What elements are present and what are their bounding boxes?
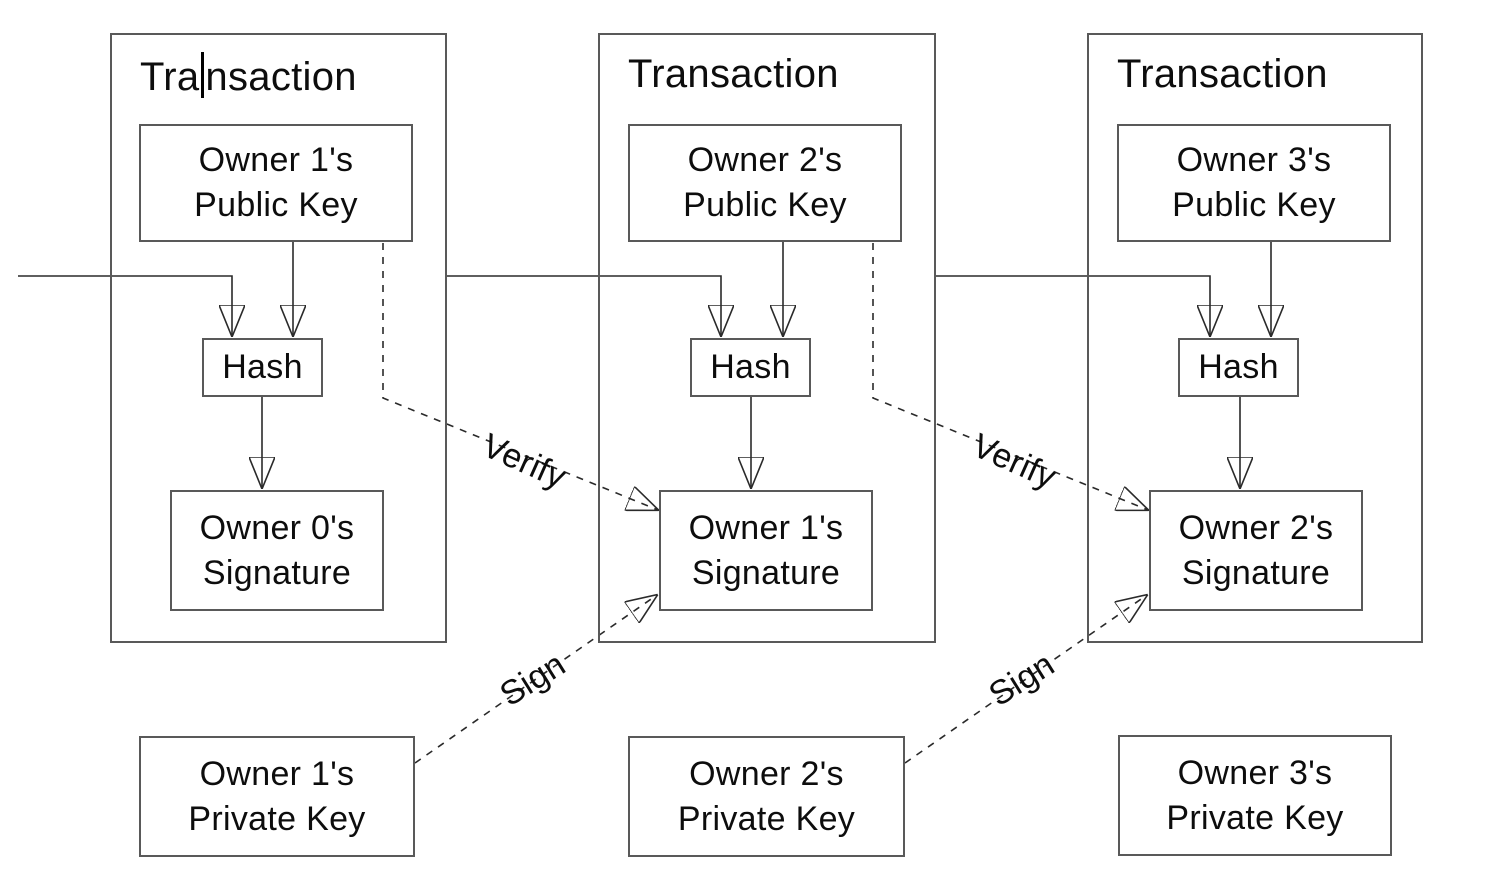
private-key-box-1: Owner 1's Private Key bbox=[139, 736, 415, 857]
verify-label-1: Verify bbox=[476, 426, 572, 497]
transaction-title-2-text: Transaction bbox=[628, 52, 839, 96]
signature-1-line1: Owner 0's bbox=[199, 508, 355, 547]
public-key-3-line2: Public Key bbox=[1172, 186, 1336, 224]
private-key-1-line2: Private Key bbox=[188, 799, 366, 838]
verify-label-2: Verify bbox=[966, 426, 1062, 497]
private-key-3-line1: Owner 3's bbox=[1177, 753, 1333, 792]
transaction-title-1-pre: Tra bbox=[140, 55, 200, 99]
signature-1-line2: Signature bbox=[202, 553, 352, 592]
signature-3-line2: Signature bbox=[1181, 553, 1331, 592]
public-key-2-line2: Public Key bbox=[683, 186, 847, 224]
private-key-3-line2: Private Key bbox=[1166, 798, 1344, 837]
private-key-2-line2: Private Key bbox=[677, 799, 856, 838]
signature-2-line2: Signature bbox=[691, 553, 841, 592]
transaction-box-3 bbox=[1087, 33, 1423, 643]
transaction-title-3: Transaction bbox=[1117, 52, 1328, 96]
private-key-box-2: Owner 2's Private Key bbox=[628, 736, 905, 857]
public-key-box-1: Owner 1's Public Key bbox=[139, 124, 413, 242]
signature-box-3: Owner 2's Signature bbox=[1149, 490, 1363, 611]
signature-2-line1: Owner 1's bbox=[688, 508, 844, 547]
transaction-title-1-post: nsaction bbox=[205, 55, 357, 99]
hash-box-3: Hash bbox=[1178, 338, 1299, 397]
transaction-box-1 bbox=[110, 33, 447, 643]
hash-box-2: Hash bbox=[690, 338, 811, 397]
text-caret bbox=[201, 52, 205, 98]
signature-3-line1: Owner 2's bbox=[1178, 508, 1334, 547]
transaction-box-2 bbox=[598, 33, 936, 643]
public-key-box-3: Owner 3's Public Key bbox=[1117, 124, 1391, 242]
private-key-1-line1: Owner 1's bbox=[199, 754, 355, 793]
sign-label-1: Sign bbox=[493, 645, 573, 715]
hash-3-label: Hash bbox=[1198, 348, 1279, 387]
sign-label-2: Sign bbox=[982, 645, 1062, 715]
signature-box-2: Owner 1's Signature bbox=[659, 490, 873, 611]
signature-box-1: Owner 0's Signature bbox=[170, 490, 384, 611]
hash-1-label: Hash bbox=[222, 348, 303, 387]
public-key-1-line1: Owner 1's bbox=[198, 141, 354, 180]
hash-2-label: Hash bbox=[710, 348, 791, 387]
public-key-3-line1: Owner 3's bbox=[1176, 141, 1332, 180]
private-key-box-3: Owner 3's Private Key bbox=[1118, 735, 1392, 856]
public-key-box-2: Owner 2's Public Key bbox=[628, 124, 902, 242]
public-key-1-line2: Public Key bbox=[194, 186, 358, 224]
hash-box-1: Hash bbox=[202, 338, 323, 397]
private-key-2-line1: Owner 2's bbox=[689, 754, 844, 793]
public-key-2-line1: Owner 2's bbox=[687, 141, 843, 180]
transaction-title-2: Transaction bbox=[628, 52, 839, 96]
transaction-title-3-text: Transaction bbox=[1117, 52, 1328, 96]
